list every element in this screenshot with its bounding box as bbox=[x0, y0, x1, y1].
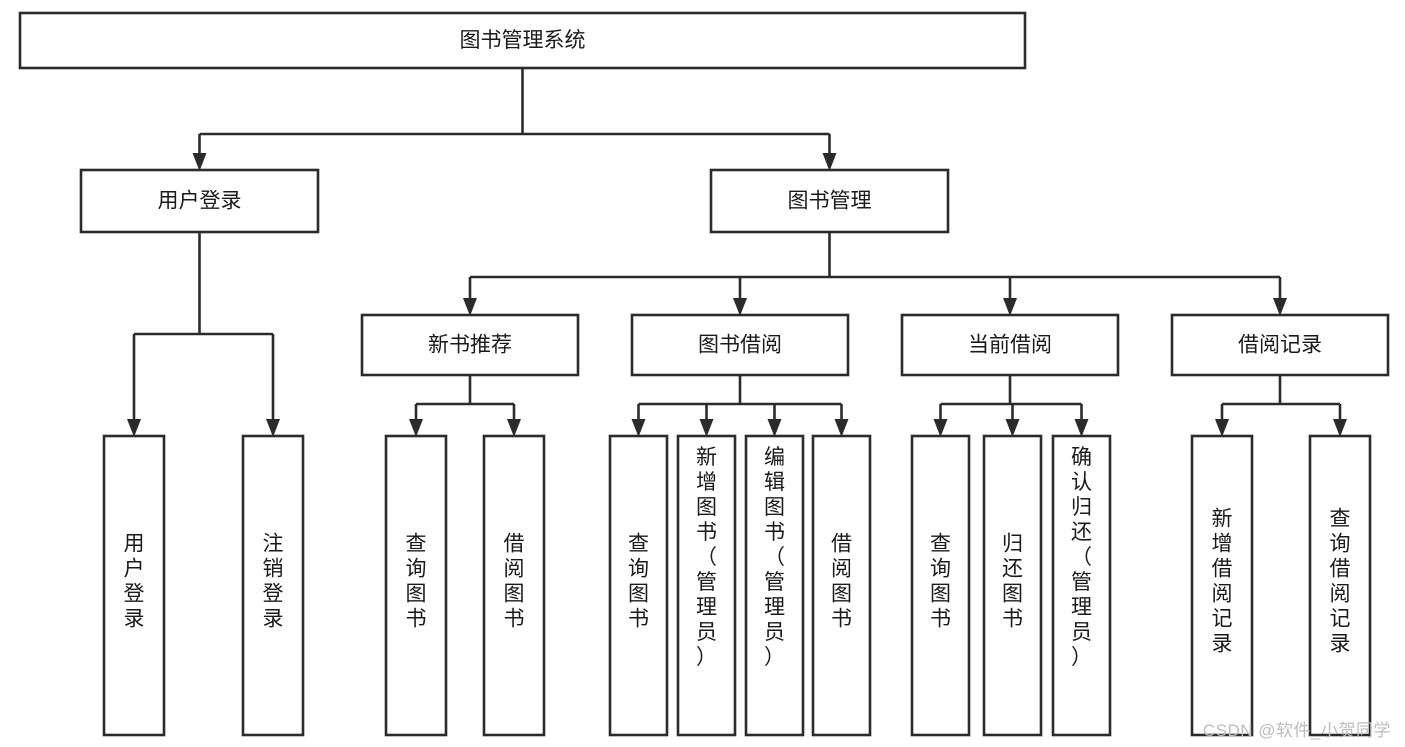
arrow-head bbox=[822, 153, 837, 171]
node-box-book-borrow[interactable] bbox=[630, 313, 850, 377]
arrow-head bbox=[127, 419, 141, 437]
node-label-leaf-borrow-book-1: 借阅图书 bbox=[504, 532, 525, 630]
node-leaf-edit-book[interactable]: 编辑图书（管理员） bbox=[744, 434, 805, 737]
node-label-leaf-return-book: 归还图书 bbox=[1002, 532, 1023, 630]
node-box-leaf-borrow-book-2[interactable] bbox=[811, 434, 872, 737]
node-leaf-user-logout[interactable]: 注销登录 bbox=[241, 434, 305, 737]
node-book-manage[interactable]: 图书管理 bbox=[709, 168, 950, 234]
node-label-leaf-confirm-return: 确认归还（管理员） bbox=[1071, 446, 1092, 669]
node-label-current-borrow: 当前借阅 bbox=[968, 334, 1052, 357]
node-box-leaf-query-book-1[interactable] bbox=[384, 434, 448, 737]
node-label-book-borrow: 图书借阅 bbox=[698, 334, 782, 357]
node-label-leaf-query-record: 查询借阅记录 bbox=[1330, 507, 1351, 655]
node-label-book-manage: 图书管理 bbox=[788, 190, 872, 213]
node-label-leaf-query-book-3: 查询图书 bbox=[930, 532, 951, 630]
arrow-head bbox=[767, 419, 782, 437]
node-label-root: 图书管理系统 bbox=[460, 29, 586, 52]
arrow-head bbox=[1215, 419, 1229, 437]
node-current-borrow[interactable]: 当前借阅 bbox=[900, 313, 1120, 377]
arrow-head bbox=[192, 153, 207, 171]
node-label-leaf-user-logout: 注销登录 bbox=[263, 532, 284, 630]
node-leaf-add-record[interactable]: 新增借阅记录 bbox=[1190, 434, 1254, 737]
node-box-user-login[interactable] bbox=[79, 168, 320, 234]
node-label-leaf-borrow-book-2: 借阅图书 bbox=[831, 532, 852, 630]
arrow-head bbox=[507, 419, 521, 437]
node-leaf-add-book[interactable]: 新增图书（管理员） bbox=[676, 434, 737, 737]
arrow-head bbox=[834, 419, 849, 437]
node-box-leaf-add-book[interactable] bbox=[676, 434, 737, 737]
node-leaf-query-book-3[interactable]: 查询图书 bbox=[910, 434, 971, 737]
node-user-login[interactable]: 用户登录 bbox=[79, 168, 320, 234]
node-box-leaf-query-record[interactable] bbox=[1308, 434, 1372, 737]
node-leaf-confirm-return[interactable]: 确认归还（管理员） bbox=[1051, 434, 1112, 737]
node-box-leaf-user-logout[interactable] bbox=[241, 434, 305, 737]
node-box-book-manage[interactable] bbox=[709, 168, 950, 234]
node-leaf-borrow-book-1[interactable]: 借阅图书 bbox=[482, 434, 546, 737]
node-box-leaf-user-login[interactable] bbox=[102, 434, 166, 737]
arrow-head bbox=[409, 419, 423, 437]
node-new-book-recommend[interactable]: 新书推荐 bbox=[360, 313, 580, 377]
node-box-root[interactable] bbox=[18, 11, 1027, 70]
node-leaf-query-book-1[interactable]: 查询图书 bbox=[384, 434, 448, 737]
arrow-head bbox=[1273, 298, 1287, 316]
arrow-head bbox=[463, 298, 477, 316]
arrow-head bbox=[933, 419, 948, 437]
node-borrow-record[interactable]: 借阅记录 bbox=[1170, 313, 1390, 377]
node-label-leaf-query-book-1: 查询图书 bbox=[406, 532, 427, 630]
node-box-leaf-borrow-book-1[interactable] bbox=[482, 434, 546, 737]
node-box-leaf-add-record[interactable] bbox=[1190, 434, 1254, 737]
nodes-layer: 图书管理系统用户登录图书管理新书推荐图书借阅当前借阅借阅记录用户登录注销登录查询… bbox=[18, 11, 1390, 737]
node-label-leaf-add-record: 新增借阅记录 bbox=[1212, 507, 1233, 655]
node-label-leaf-query-book-2: 查询图书 bbox=[628, 532, 649, 630]
node-leaf-borrow-book-2[interactable]: 借阅图书 bbox=[811, 434, 872, 737]
arrow-head bbox=[1333, 419, 1347, 437]
node-leaf-query-record[interactable]: 查询借阅记录 bbox=[1308, 434, 1372, 737]
arrow-head bbox=[1003, 298, 1017, 316]
node-box-leaf-return-book[interactable] bbox=[982, 434, 1043, 737]
node-root[interactable]: 图书管理系统 bbox=[18, 11, 1027, 70]
node-label-leaf-user-login: 用户登录 bbox=[124, 532, 145, 630]
connectors-layer bbox=[127, 68, 1347, 437]
arrow-head bbox=[266, 419, 280, 437]
node-book-borrow[interactable]: 图书借阅 bbox=[630, 313, 850, 377]
node-box-new-book-recommend[interactable] bbox=[360, 313, 580, 377]
node-leaf-return-book[interactable]: 归还图书 bbox=[982, 434, 1043, 737]
node-box-borrow-record[interactable] bbox=[1170, 313, 1390, 377]
node-label-user-login: 用户登录 bbox=[158, 190, 242, 213]
node-box-leaf-confirm-return[interactable] bbox=[1051, 434, 1112, 737]
node-label-borrow-record: 借阅记录 bbox=[1238, 334, 1322, 357]
arrow-head bbox=[1005, 419, 1020, 437]
node-box-leaf-edit-book[interactable] bbox=[744, 434, 805, 737]
node-leaf-user-login[interactable]: 用户登录 bbox=[102, 434, 166, 737]
arrow-head bbox=[1074, 419, 1089, 437]
node-leaf-query-book-2[interactable]: 查询图书 bbox=[608, 434, 669, 737]
node-box-current-borrow[interactable] bbox=[900, 313, 1120, 377]
node-box-leaf-query-book-3[interactable] bbox=[910, 434, 971, 737]
node-box-leaf-query-book-2[interactable] bbox=[608, 434, 669, 737]
node-label-leaf-edit-book: 编辑图书（管理员） bbox=[764, 446, 785, 669]
node-label-new-book-recommend: 新书推荐 bbox=[428, 334, 512, 357]
arrow-head bbox=[631, 419, 646, 437]
arrow-head bbox=[733, 298, 747, 316]
arrow-head bbox=[699, 419, 714, 437]
node-label-leaf-add-book: 新增图书（管理员） bbox=[696, 446, 717, 669]
